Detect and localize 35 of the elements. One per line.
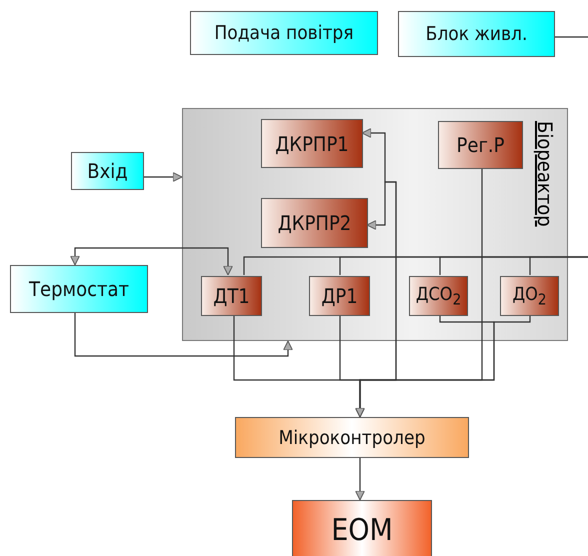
block-label: ДТ1 (213, 284, 250, 308)
block-label: Рег.Р (456, 133, 504, 157)
block-label: Термостат (29, 277, 129, 301)
sensor-box (261, 119, 363, 168)
arrow (74, 313, 293, 357)
block-label: Блок живл. (426, 23, 528, 45)
sensor-box (409, 276, 468, 316)
block-label: Подача повітря (214, 22, 354, 44)
sensor-box (201, 276, 262, 316)
block-label: ДКРПР1 (275, 132, 349, 156)
block-label: Мікроконтролер (278, 426, 426, 448)
sensor-box (261, 198, 368, 248)
controller-box (235, 417, 469, 458)
block-box (398, 11, 555, 57)
block-label: ЕОМ (331, 512, 393, 548)
block-label: ДР1 (321, 284, 358, 308)
connector-line (529, 256, 588, 275)
container-box (182, 108, 568, 341)
block-box (71, 152, 144, 190)
vertical-label: Біореактор (533, 121, 557, 227)
arrow (144, 172, 182, 182)
computer-box (292, 500, 432, 556)
block-label: ДO$_{2}$ (512, 284, 546, 308)
sensor-box (500, 276, 559, 316)
arrow (70, 247, 233, 276)
arrow (355, 168, 483, 418)
block-label: ДКРПР2 (278, 211, 352, 235)
sensor-box (309, 276, 370, 316)
block-box (10, 265, 148, 313)
connector-line (555, 36, 588, 38)
block-label: ДCO$_{2}$ (416, 284, 462, 308)
block-box (190, 11, 378, 55)
block-label: Вхід (87, 159, 128, 183)
sensor-box (438, 121, 523, 169)
arrow (355, 458, 365, 500)
